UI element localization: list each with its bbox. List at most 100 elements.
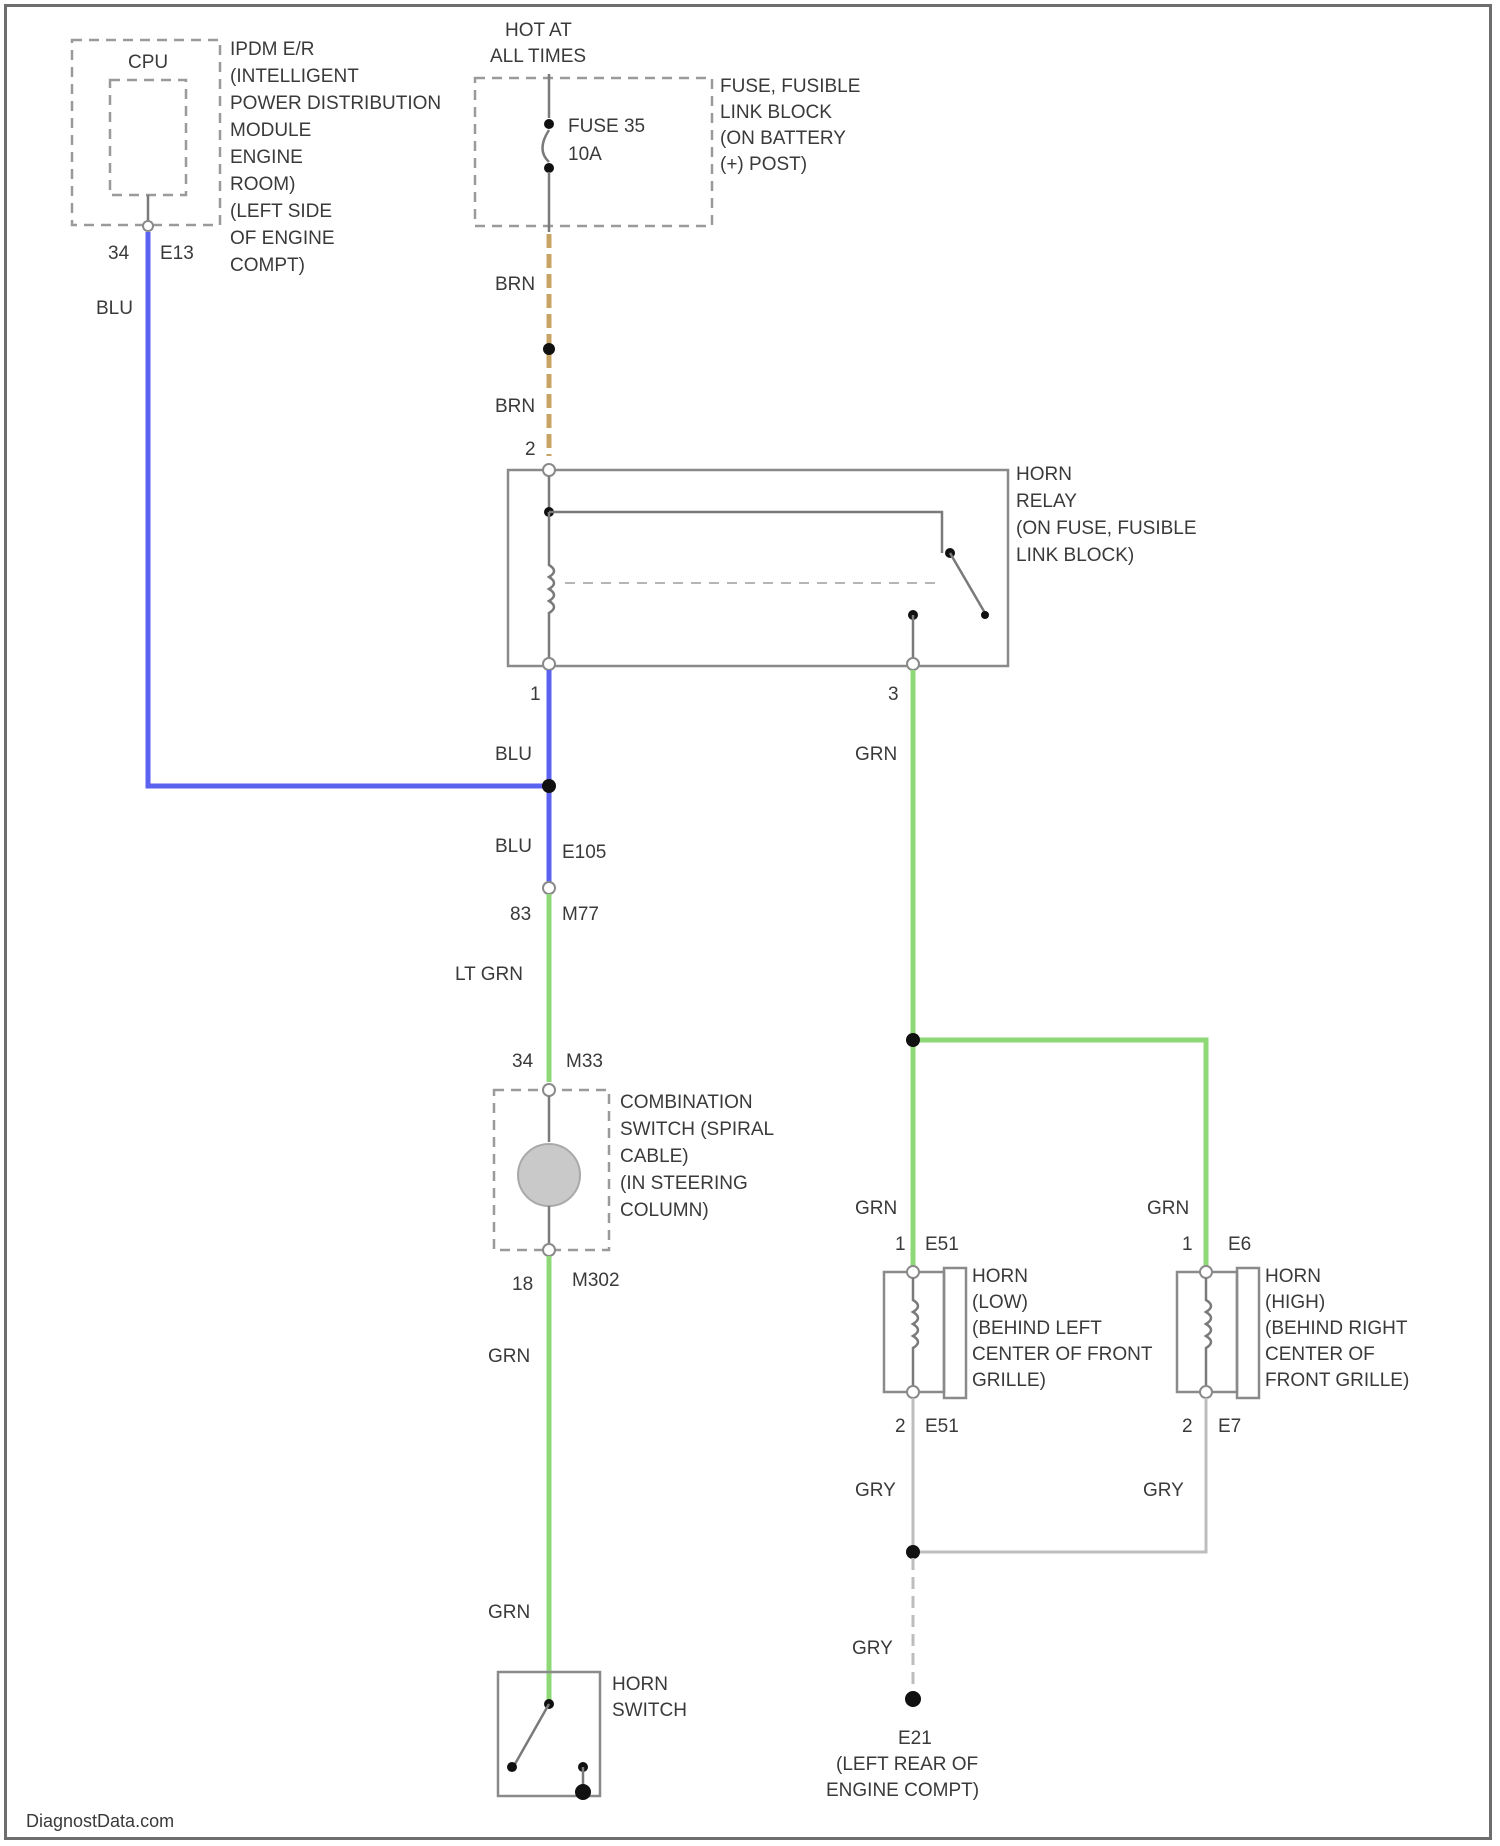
grn-wire-label-relay: GRN: [855, 744, 897, 765]
horn-low-pin-top-terminal: [907, 1266, 919, 1278]
grn-wires-right: GRN GRN GRN: [855, 670, 1206, 1268]
horn-high-desc-4: FRONT GRILLE): [1265, 1370, 1409, 1391]
e105-pin: [543, 882, 555, 894]
ipdm-pin: [143, 221, 153, 231]
ipdm-desc-8: COMPT): [230, 255, 305, 276]
horn-high-desc-2: (BEHIND RIGHT: [1265, 1318, 1408, 1339]
ipdm-connector: E13: [160, 243, 194, 264]
horn-low-pin-bottom-terminal: [907, 1386, 919, 1398]
ipdm-wire-color: BLU: [96, 298, 133, 319]
horn-low: 1 E51 2 E51 HORN (LOW) (BEHIND LEFT CENT…: [884, 1234, 1153, 1437]
horn-switch-desc-1: SWITCH: [612, 1700, 687, 1721]
fuse-block-desc-2: (ON BATTERY: [720, 128, 846, 149]
gry-wires: GRY GRY GRY: [852, 1398, 1206, 1692]
horn-high-bell: [1237, 1268, 1259, 1398]
grn-wire-label-1: GRN: [488, 1346, 530, 1367]
relay-pin-left: 1: [530, 684, 541, 705]
relay-pin-right-terminal: [907, 658, 919, 670]
grn-wire-label-low: GRN: [855, 1198, 897, 1219]
horn-high-coil-icon: [1206, 1278, 1211, 1386]
relay-outline: [508, 470, 1008, 666]
horn-high-pin-bottom: 2: [1182, 1416, 1193, 1437]
ipdm-desc-2: POWER DISTRIBUTION: [230, 93, 441, 114]
relay-desc-2: (ON FUSE, FUSIBLE: [1016, 518, 1197, 539]
blu-wire-label-upper: BLU: [495, 744, 532, 765]
gry-wire-label-low: GRY: [855, 1480, 896, 1501]
brn-wire-label-upper: BRN: [495, 274, 535, 295]
gry-splice-dot: [906, 1545, 920, 1559]
horn-high-pin-top: 1: [1182, 1234, 1193, 1255]
combination-switch: COMBINATION SWITCH (SPIRAL CABLE) (IN ST…: [494, 1084, 774, 1295]
pin-34-m33: 34: [512, 1051, 534, 1072]
grn-wire-label-high: GRN: [1147, 1198, 1189, 1219]
relay-contact-end: [981, 611, 989, 619]
spiral-cable-icon: [518, 1144, 580, 1206]
relay-coil-icon: [549, 512, 554, 660]
connector-m302: M302: [572, 1270, 620, 1291]
horn-low-desc-0: HORN: [972, 1266, 1028, 1287]
cpu-label: CPU: [128, 52, 168, 73]
ipdm-to-splice-wire: [148, 232, 549, 786]
ipdm-desc-1: (INTELLIGENT: [230, 66, 359, 87]
brn-wire: BRN BRN: [495, 234, 555, 456]
horn-switch-arm-end: [507, 1762, 517, 1772]
horn-low-connector-top: E51: [925, 1234, 959, 1255]
hot-label-1: ALL TIMES: [490, 46, 586, 67]
fuse-terminal-top: [544, 119, 554, 129]
grn-wire-to-horn-switch: GRN GRN: [488, 1256, 549, 1700]
horn-switch-ground-icon: [575, 1784, 591, 1800]
relay-contact-arm: [950, 553, 985, 613]
combination-desc-0: COMBINATION: [620, 1092, 753, 1113]
ipdm-desc-3: MODULE: [230, 120, 311, 141]
ground-id: E21: [898, 1728, 932, 1749]
grn-splice-dot: [906, 1033, 920, 1047]
horn-switch-arm: [515, 1704, 549, 1764]
horn-switch: HORN SWITCH: [498, 1672, 687, 1800]
grn-wire-label-2: GRN: [488, 1602, 530, 1623]
blu-wire-label-lower: BLU: [495, 836, 532, 857]
pin-83: 83: [510, 904, 531, 925]
relay-pin-top: 2: [525, 439, 536, 460]
combination-desc-4: COLUMN): [620, 1200, 709, 1221]
horn-low-bell: [944, 1268, 966, 1398]
ground-icon: [905, 1691, 921, 1707]
horn-switch-desc-0: HORN: [612, 1674, 668, 1695]
blu-wires: BLU BLU E105: [148, 232, 606, 885]
relay-desc-3: LINK BLOCK): [1016, 545, 1134, 566]
horn-low-desc-2: (BEHIND LEFT: [972, 1318, 1102, 1339]
combination-desc-1: SWITCH (SPIRAL: [620, 1119, 774, 1140]
fuse-terminal-bottom: [544, 163, 554, 173]
horn-high-connector-bottom: E7: [1218, 1416, 1241, 1437]
watermark: DiagnostData.com: [26, 1811, 174, 1831]
ipdm-desc-0: IPDM E/R: [230, 39, 314, 60]
cpu-outline: [110, 80, 186, 195]
horn-low-desc-1: (LOW): [972, 1292, 1028, 1313]
relay-pin-left-terminal: [543, 658, 555, 670]
ipdm-module: CPU IPDM E/R (INTELLIGENT POWER DISTRIBU…: [72, 39, 441, 319]
ipdm-pin-number: 34: [108, 243, 130, 264]
horn-high: 1 E6 2 E7 HORN (HIGH) (BEHIND RIGHT CENT…: [1177, 1234, 1409, 1437]
combination-switch-pin-top: [543, 1084, 555, 1096]
gry-wire-label-ground: GRY: [852, 1638, 893, 1659]
fuse-block: HOT AT ALL TIMES FUSE 35 10A FUSE, FUSIB…: [475, 20, 860, 232]
fuse-block-desc-3: (+) POST): [720, 154, 807, 175]
fuse-name: FUSE 35: [568, 116, 645, 137]
horn-high-pin-bottom-terminal: [1200, 1386, 1212, 1398]
hot-label-0: HOT AT: [505, 20, 572, 41]
horn-low-pin-bottom: 2: [895, 1416, 906, 1437]
ipdm-desc-7: OF ENGINE: [230, 228, 335, 249]
horn-low-desc-4: GRILLE): [972, 1370, 1046, 1391]
brn-splice-dot: [543, 343, 555, 355]
relay-desc-1: RELAY: [1016, 491, 1077, 512]
relay-pin-top-terminal: [543, 464, 555, 476]
horn-high-pin-top-terminal: [1200, 1266, 1212, 1278]
ipdm-desc-5: ROOM): [230, 174, 295, 195]
horn-high-connector-top: E6: [1228, 1234, 1251, 1255]
ipdm-desc-6: (LEFT SIDE: [230, 201, 332, 222]
ltgrn-wire-label: LT GRN: [455, 964, 523, 985]
ground-location-0: (LEFT REAR OF: [836, 1754, 978, 1775]
relay-switch-feed: [549, 512, 942, 553]
horn-high-desc-3: CENTER OF: [1265, 1344, 1375, 1365]
horn-low-coil-icon: [913, 1278, 918, 1386]
